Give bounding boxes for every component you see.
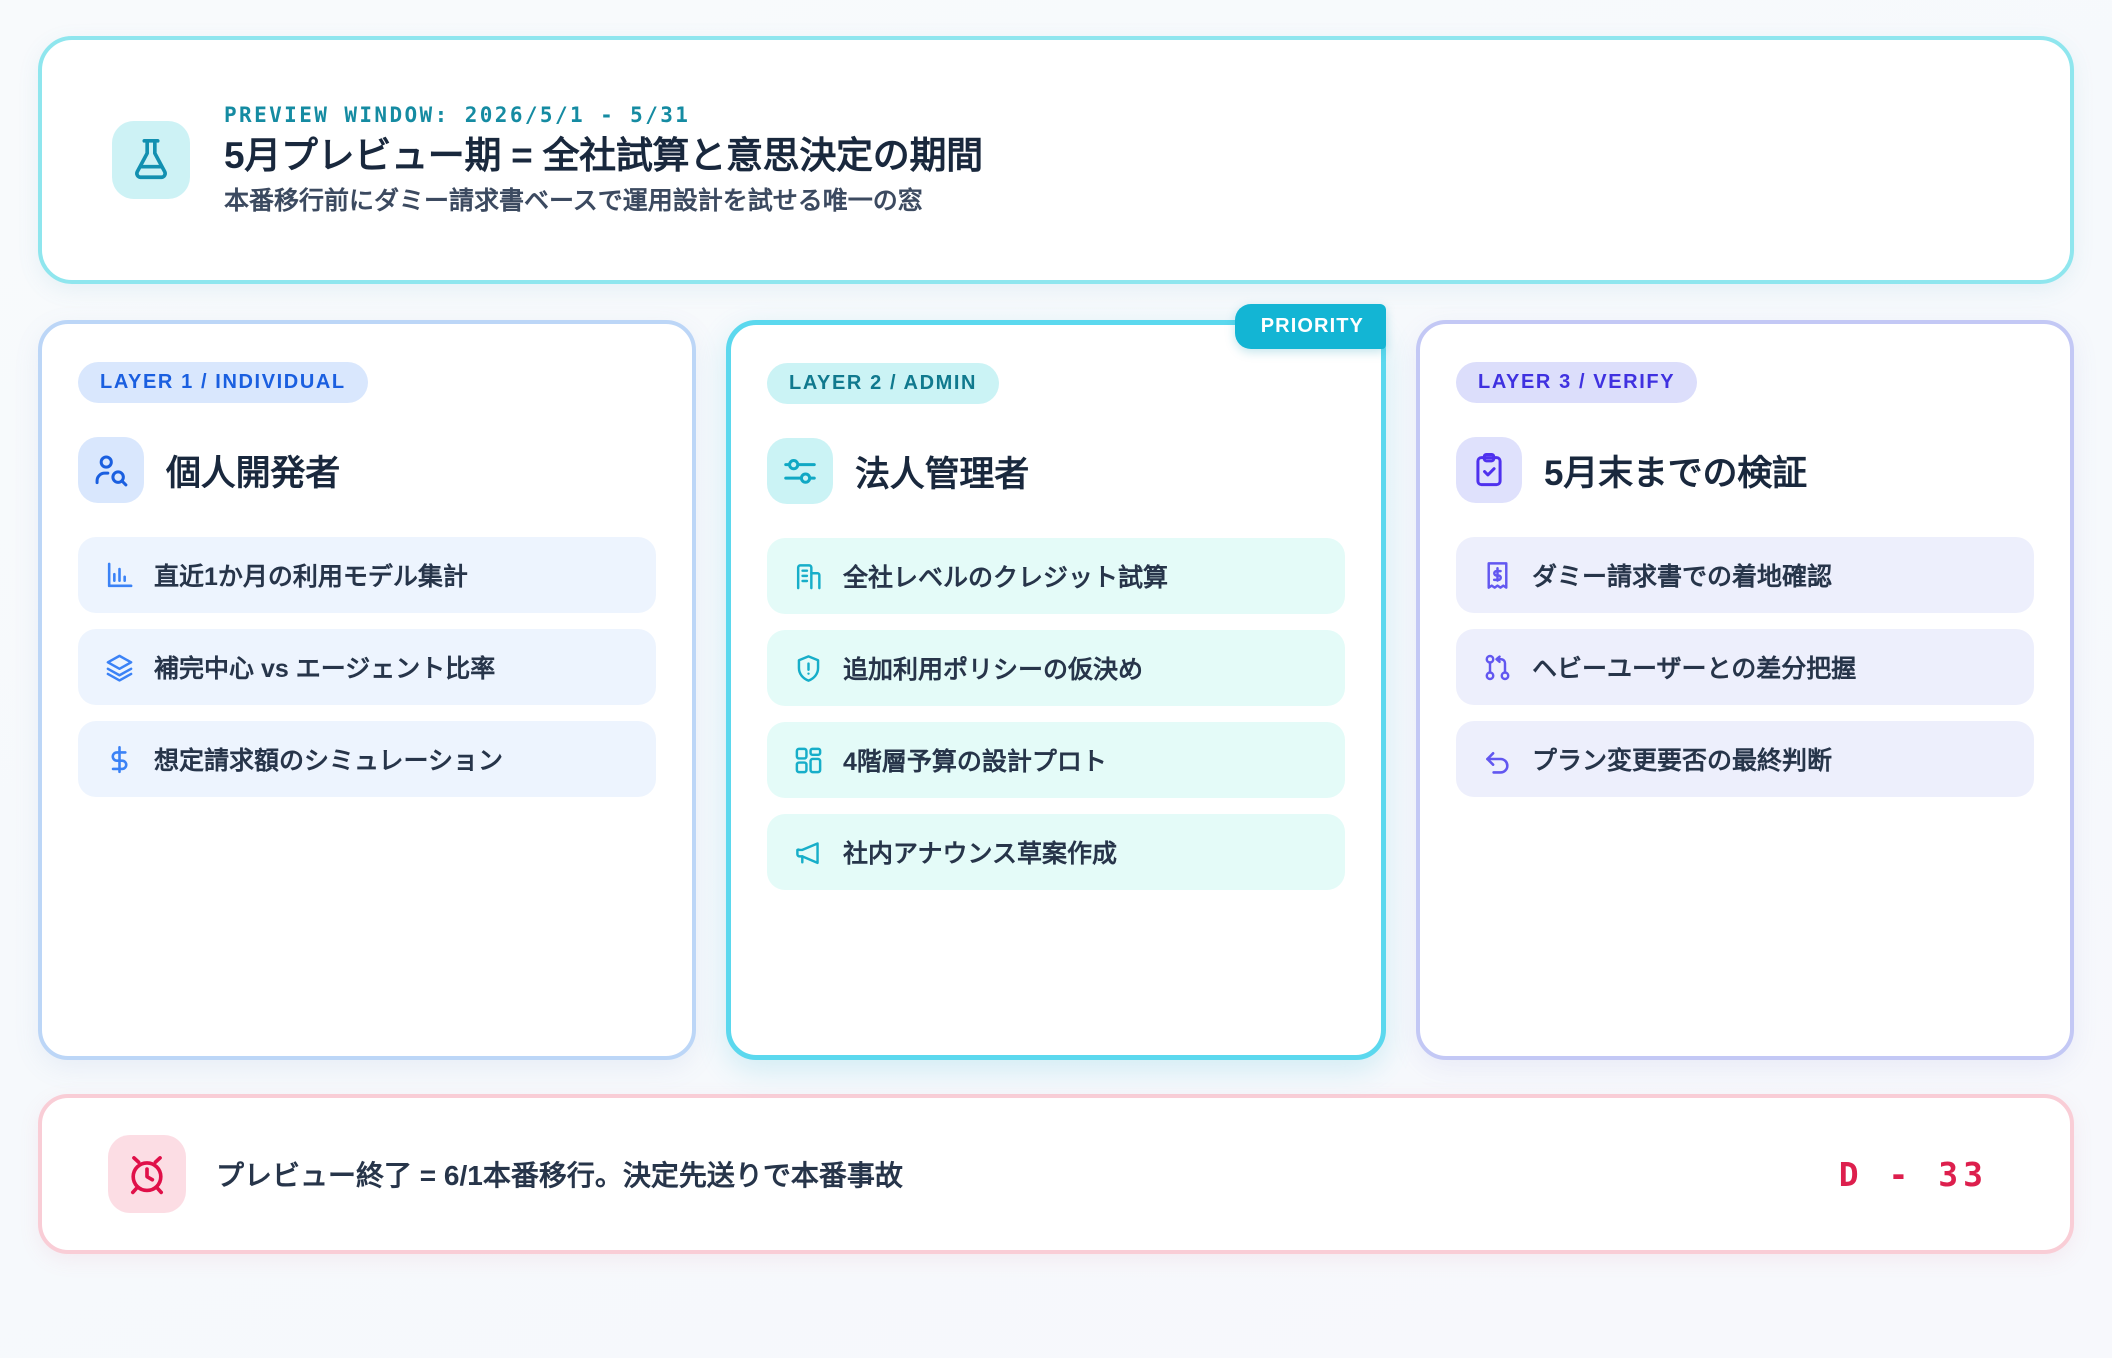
- user-search-icon: [78, 437, 144, 503]
- list-item[interactable]: 社内アナウンス草案作成: [767, 814, 1345, 890]
- card-layer-3-verify[interactable]: LAYER 3 / VERIFY 5月末までの検証: [1416, 320, 2074, 1060]
- dollar-sign-icon: [102, 742, 136, 776]
- layout-grid-icon: [791, 743, 825, 777]
- list-item[interactable]: 全社レベルのクレジット試算: [767, 538, 1345, 614]
- bar-chart-icon: [102, 558, 136, 592]
- layer-2-title: 法人管理者: [855, 454, 1030, 494]
- shield-alert-icon: [791, 651, 825, 685]
- layers-icon: [102, 650, 136, 684]
- preview-window-banner: PREVIEW WINDOW: 2026/5/1 - 5/31 5月プレビュー期…: [38, 36, 2074, 284]
- list-item[interactable]: プラン変更要否の最終判断: [1456, 721, 2034, 797]
- list-item-label: ダミー請求書での着地確認: [1532, 563, 1833, 591]
- preview-window-label: PREVIEW WINDOW: 2026/5/1 - 5/31: [224, 102, 691, 127]
- layer-3-items: ダミー請求書での着地確認 ヘビーユーザーとの差分把握: [1456, 537, 2034, 797]
- list-item-label: 4階層予算の設計プロト: [843, 748, 1107, 776]
- list-item-label: 追加利用ポリシーの仮決め: [843, 656, 1144, 684]
- layer-1-header: 個人開発者: [78, 437, 656, 503]
- layer-2-header: 法人管理者: [767, 438, 1345, 504]
- list-item-label: 直近1か月の利用モデル集計: [154, 563, 468, 591]
- undo-arrow-icon: [1480, 742, 1514, 776]
- list-item[interactable]: 補完中心 vs エージェント比率: [78, 629, 656, 705]
- git-compare-icon: [1480, 650, 1514, 684]
- clipboard-check-icon: [1456, 437, 1522, 503]
- banner-text: PREVIEW WINDOW: 2026/5/1 - 5/31 5月プレビュー期…: [224, 103, 983, 217]
- layer-3-header: 5月末までの検証: [1456, 437, 2034, 503]
- layer-1-title: 個人開発者: [166, 453, 341, 493]
- deadline-alert-bar: プレビュー終了 = 6/1本番移行。決定先送りで本番事故 D - 33: [38, 1094, 2074, 1254]
- receipt-dollar-icon: [1480, 558, 1514, 592]
- layer-2-items: 全社レベルのクレジット試算 追加利用ポリシーの仮決め: [767, 538, 1345, 890]
- megaphone-icon: [791, 835, 825, 869]
- card-layer-2-admin[interactable]: PRIORITY LAYER 2 / ADMIN 法人管理者: [726, 304, 1386, 1060]
- list-item-label: 全社レベルのクレジット試算: [843, 564, 1169, 592]
- list-item[interactable]: 4階層予算の設計プロト: [767, 722, 1345, 798]
- list-item-label: 社内アナウンス草案作成: [843, 840, 1118, 868]
- list-item-label: ヘビーユーザーとの差分把握: [1532, 655, 1857, 683]
- layer-3-chip: LAYER 3 / VERIFY: [1456, 362, 1698, 403]
- list-item-label: 補完中心 vs エージェント比率: [154, 655, 496, 683]
- flask-icon: [112, 121, 190, 199]
- list-item[interactable]: ヘビーユーザーとの差分把握: [1456, 629, 2034, 705]
- layer-cards: LAYER 1 / INDIVIDUAL 個人開発者: [38, 304, 2074, 1060]
- banner-subtitle: 本番移行前にダミー請求書ベースで運用設計を試せる唯一の窓: [224, 186, 923, 215]
- card-layer-1-individual[interactable]: LAYER 1 / INDIVIDUAL 個人開発者: [38, 320, 696, 1060]
- banner-title: 5月プレビュー期 = 全社試算と意思決定の期間: [224, 134, 983, 176]
- alert-message: プレビュー終了 = 6/1本番移行。決定先送りで本番事故: [216, 1160, 903, 1191]
- list-item[interactable]: 想定請求額のシミュレーション: [78, 721, 656, 797]
- layer-2-chip: LAYER 2 / ADMIN: [767, 363, 1000, 404]
- list-item[interactable]: ダミー請求書での着地確認: [1456, 537, 2034, 613]
- layer-1-chip: LAYER 1 / INDIVIDUAL: [78, 362, 368, 403]
- list-item[interactable]: 直近1か月の利用モデル集計: [78, 537, 656, 613]
- sliders-icon: [767, 438, 833, 504]
- priority-badge: PRIORITY: [1234, 304, 1386, 349]
- alarm-clock-icon: [108, 1135, 186, 1213]
- list-item-label: 想定請求額のシミュレーション: [154, 747, 504, 775]
- building-icon: [791, 559, 825, 593]
- list-item-label: プラン変更要否の最終判断: [1532, 747, 1833, 775]
- layer-1-items: 直近1か月の利用モデル集計 補完中心 vs エージェント比率: [78, 537, 656, 797]
- list-item[interactable]: 追加利用ポリシーの仮決め: [767, 630, 1345, 706]
- countdown-badge: D - 33: [1838, 1154, 1988, 1194]
- layer-3-title: 5月末までの検証: [1544, 453, 1807, 493]
